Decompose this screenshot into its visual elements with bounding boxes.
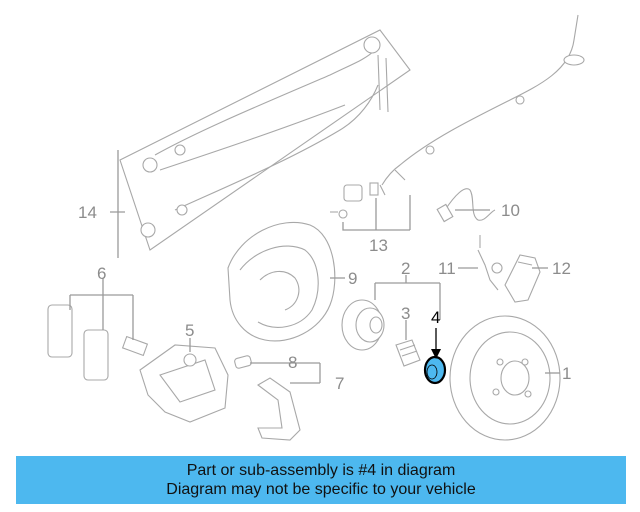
- callout-label-3: 3: [401, 304, 410, 323]
- callout-label-11: 11: [438, 259, 456, 278]
- callout-label-10: 10: [501, 201, 520, 220]
- grease-cap-4: [423, 355, 447, 385]
- banner-line-2: Diagram may not be specific to your vehi…: [166, 481, 476, 498]
- caliper-5: [139, 338, 229, 423]
- leader-lines: [110, 150, 560, 374]
- caliper-bracket-7: [234, 355, 321, 441]
- callout-label-4: 4: [431, 308, 440, 327]
- callout-4-arrow: [431, 328, 441, 359]
- brake-pads-6: [47, 278, 149, 381]
- callout-label-7: 7: [335, 374, 344, 393]
- sensor-wire-10: [436, 188, 496, 248]
- callout-label-8: 8: [288, 353, 297, 372]
- abs-wire-panel: [119, 29, 411, 251]
- callout-label-5: 5: [185, 321, 194, 340]
- bolt-3: [395, 339, 421, 367]
- hub-2: [341, 299, 385, 351]
- brake-rotor-1: [449, 315, 561, 441]
- sensor-12: [504, 254, 541, 303]
- abs-sensor-lead: [379, 14, 585, 196]
- connector-parts: [330, 182, 411, 231]
- callout-label-6: 6: [97, 264, 106, 283]
- callout-label-13: 13: [369, 236, 388, 255]
- callout-label-9: 9: [348, 269, 357, 288]
- callout-label-1: 1: [562, 364, 571, 383]
- backing-plate-9: [227, 221, 336, 342]
- callout-label-2: 2: [401, 259, 410, 278]
- sensor-11: [477, 249, 503, 291]
- callout-label-12: 12: [552, 259, 571, 278]
- info-banner: Part or sub-assembly is #4 in diagram Di…: [16, 456, 626, 504]
- banner-line-1: Part or sub-assembly is #4 in diagram: [186, 462, 456, 479]
- brake-parts-diagram: 1 2 3 4 5 6 7 8 9 10 11 12 13 14: [47, 14, 585, 441]
- callout-label-14: 14: [78, 203, 97, 222]
